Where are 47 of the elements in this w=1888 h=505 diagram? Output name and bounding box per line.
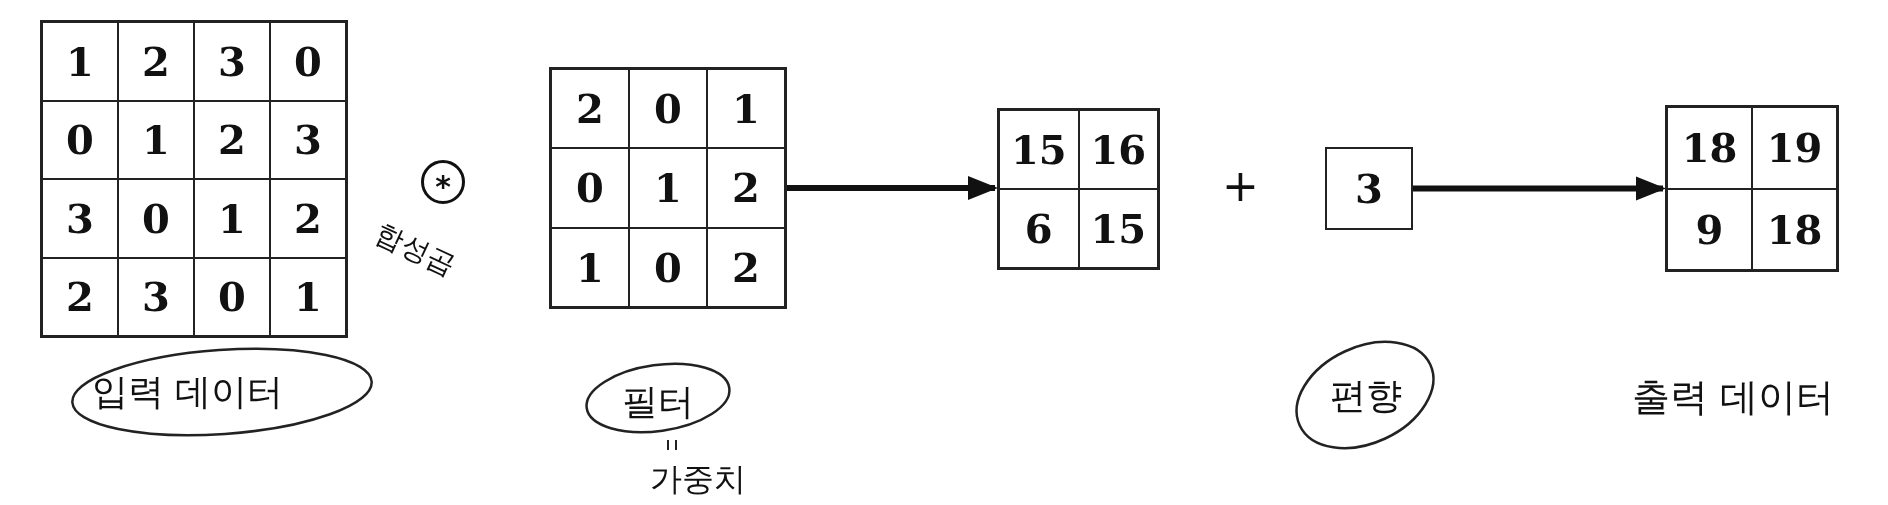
matrix-cell: 0 bbox=[194, 257, 270, 336]
caption: 편향 bbox=[1330, 374, 1402, 418]
matrix-cell: 3 bbox=[194, 22, 270, 101]
matrix-cell: 0 bbox=[270, 22, 346, 101]
matrix-cell: 2 bbox=[42, 257, 118, 336]
matrix-cell: 3 bbox=[118, 257, 194, 336]
matrix-cell: 1 bbox=[551, 227, 629, 307]
matrix-cell: 2 bbox=[270, 179, 346, 258]
matrix-cell: 2 bbox=[707, 227, 785, 307]
matrix-cell: 6 bbox=[999, 189, 1079, 268]
matrix-cell: 2 bbox=[194, 100, 270, 179]
matrix-cell: 18 bbox=[1667, 107, 1752, 189]
matrix-cell: 15 bbox=[999, 110, 1079, 189]
matrix-cell: 9 bbox=[1667, 188, 1752, 270]
matrix-cell: 0 bbox=[42, 100, 118, 179]
matrix-cell: 18 bbox=[1752, 188, 1837, 270]
matrix-cell: 1 bbox=[270, 257, 346, 336]
arrow bbox=[787, 176, 998, 200]
matrix-cell: 2 bbox=[118, 22, 194, 101]
matrix-cell: 0 bbox=[551, 148, 629, 228]
matrix-cell: 19 bbox=[1752, 107, 1837, 189]
matrix-cell: 0 bbox=[629, 69, 707, 149]
plus-sign: + bbox=[1222, 160, 1259, 211]
matrix-grid bbox=[40, 20, 348, 338]
circled-operator: * bbox=[421, 160, 465, 204]
handwritten-note: 가중치 bbox=[650, 459, 746, 500]
matrix-grid bbox=[997, 108, 1160, 270]
matrix-cell: 1 bbox=[629, 148, 707, 228]
matrix-cell: 15 bbox=[1078, 189, 1158, 268]
matrix-cell: 2 bbox=[551, 69, 629, 149]
matrix-cell: 1 bbox=[118, 100, 194, 179]
matrix-cell: 3 bbox=[42, 179, 118, 258]
matrix-cell: 2 bbox=[707, 148, 785, 228]
matrix-cell: 1 bbox=[42, 22, 118, 101]
matrix-cell: 0 bbox=[118, 179, 194, 258]
matrix-cell: 0 bbox=[629, 227, 707, 307]
matrix-cell: 16 bbox=[1078, 110, 1158, 189]
matrix-cell: 3 bbox=[270, 100, 346, 179]
caption: 입력 데이터 bbox=[92, 370, 284, 414]
matrix-grid bbox=[1665, 105, 1839, 272]
matrix-cell: 1 bbox=[194, 179, 270, 258]
matrix-cell: 1 bbox=[707, 69, 785, 149]
matrix-grid bbox=[549, 67, 787, 309]
caption: 출력 데이터 bbox=[1632, 374, 1835, 421]
value-box: 3 bbox=[1325, 147, 1413, 230]
arrow bbox=[1413, 176, 1666, 201]
caption: 필터 bbox=[622, 380, 694, 424]
